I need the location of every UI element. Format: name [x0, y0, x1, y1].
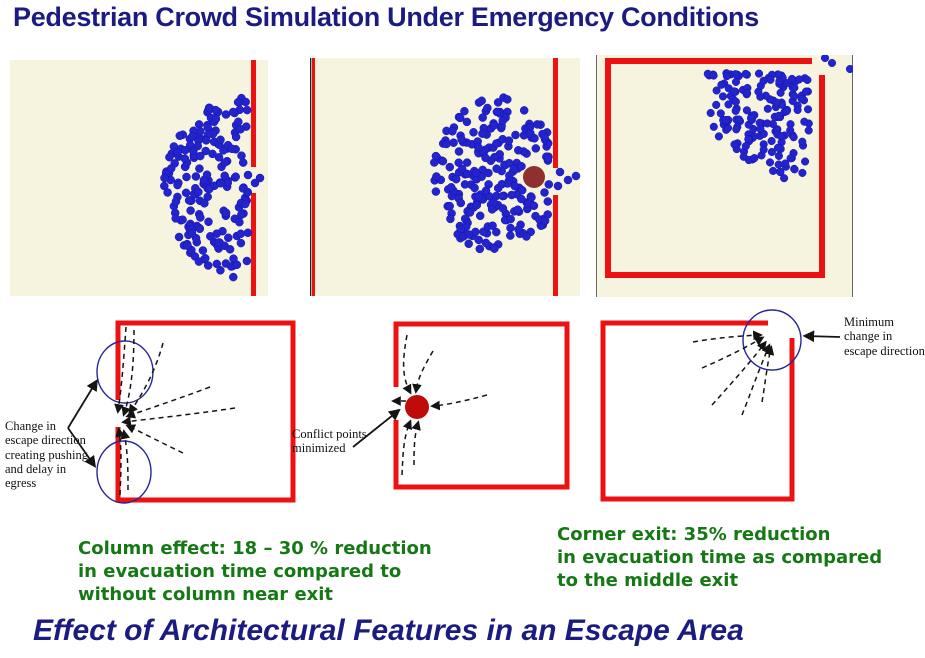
pushing-zone-circle-lower: [96, 440, 152, 504]
caption-column-effect: Column effect: 18 – 30 % reduction in ev…: [78, 538, 432, 605]
escape-path-arrows: [692, 330, 775, 416]
label-pointer-arrow: [802, 330, 841, 343]
panel-border-line: [596, 55, 597, 297]
exit-wall-upper: [553, 58, 558, 168]
room-walls-middle-exit: [115, 320, 296, 503]
room-walls-corner-exit: [605, 58, 825, 278]
column-obstacle: [405, 395, 429, 419]
label-pointer-arrow: [352, 408, 401, 448]
simulation-panel-corner-exit: [596, 55, 853, 297]
diagram-column-exit: [352, 321, 570, 490]
corner-exit-circle: [742, 309, 802, 371]
escape-path-arrows: [391, 334, 488, 476]
simulation-panel-middle-exit: [10, 60, 268, 296]
diagram-middle-exit: [67, 320, 296, 504]
room-walls-corner-exit: [600, 320, 795, 502]
left-wall: [312, 58, 315, 296]
pedestrian-dots: [160, 93, 265, 282]
caption-corner-exit: Corner exit: 35% reduction in evacuation…: [557, 524, 883, 591]
diagram-corner-exit: [600, 309, 841, 502]
label-pointer-arrows: [67, 379, 98, 468]
pushing-zone-circle-upper: [96, 340, 154, 404]
slide-title: Pedestrian Crowd Simulation Under Emerge…: [13, 2, 759, 32]
exit-wall-upper: [251, 60, 256, 167]
escape-path-arrows: [114, 326, 236, 496]
annotation-minimum-change: Minimum change in escape direction: [844, 315, 925, 358]
exit-wall-lower: [251, 193, 256, 296]
annotation-conflict-points-minimized: Conflict points minimized: [292, 427, 367, 456]
column-obstacle: [523, 166, 545, 188]
panel-border-line: [310, 58, 312, 296]
pedestrian-dots: [703, 55, 853, 183]
room-walls-column-exit: [393, 321, 570, 490]
pedestrian-dots: [430, 93, 581, 254]
simulation-background: [596, 55, 853, 297]
panel-border-line: [852, 55, 853, 297]
annotation-change-in-escape-direction: Change in escape direction creating push…: [5, 419, 88, 490]
slide-footer-title: Effect of Architectural Features in an E…: [33, 614, 744, 647]
exit-wall-lower: [553, 195, 558, 296]
simulation-panel-column-exit: [310, 58, 581, 296]
